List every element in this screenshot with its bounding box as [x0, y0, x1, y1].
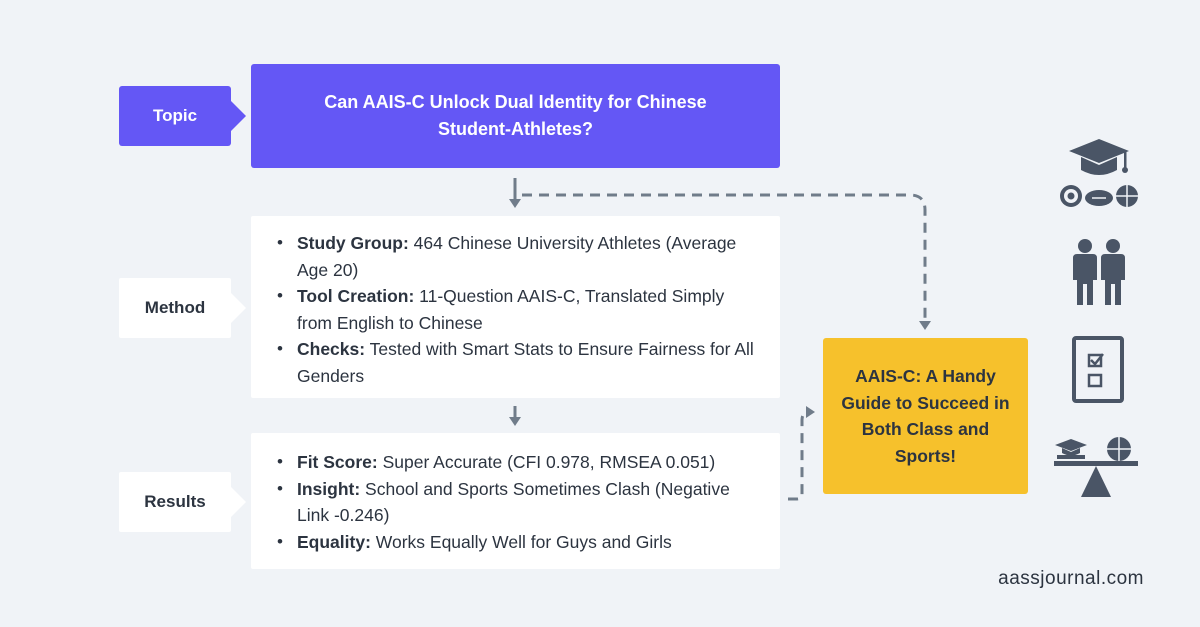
item-text: Works Equally Well for Guys and Girls: [370, 531, 672, 552]
list-item: Insight: School and Sports Sometimes Cla…: [275, 476, 760, 529]
topic-label: Topic: [119, 86, 231, 146]
list-item: Tool Creation: 11-Question AAIS-C, Trans…: [275, 283, 760, 336]
method-box: Study Group: 464 Chinese University Athl…: [251, 216, 780, 398]
method-label: Method: [119, 278, 231, 338]
two-people-icon: [1073, 239, 1125, 305]
watermark: aassjournal.com: [998, 568, 1144, 589]
results-list: Fit Score: Super Accurate (CFI 0.978, RM…: [275, 449, 760, 555]
dashed-connector-top: [522, 193, 931, 330]
title-text: Can AAIS-C Unlock Dual Identity for Chin…: [324, 92, 707, 139]
results-box: Fit Score: Super Accurate (CFI 0.978, RM…: [251, 433, 780, 569]
list-item: Equality: Works Equally Well for Guys an…: [275, 529, 760, 556]
list-item: Study Group: 464 Chinese University Athl…: [275, 230, 760, 283]
list-item: Checks: Tested with Smart Stats to Ensur…: [275, 336, 760, 389]
title-box: Can AAIS-C Unlock Dual Identity for Chin…: [251, 64, 780, 168]
down-arrow-icon: [509, 178, 521, 208]
item-label: Tool Creation:: [297, 286, 415, 306]
item-text: School and Sports Sometimes Clash (Negat…: [297, 478, 730, 526]
topic-label-text: Topic: [152, 106, 198, 125]
item-label: Equality:: [297, 531, 371, 552]
graduation-cap-sports-balls-icon: [1060, 139, 1138, 207]
method-list: Study Group: 464 Chinese University Athl…: [275, 230, 760, 389]
item-label: Checks:: [297, 339, 366, 359]
conclusion-text: AAIS-C: A Handy Guide to Succeed in Both…: [841, 366, 1010, 466]
item-text: 464 Chinese University Athletes (Average…: [297, 233, 737, 280]
item-text: 11-Question AAIS-C, Translated Simply fr…: [297, 286, 725, 333]
item-label: Study Group:: [297, 233, 409, 253]
balance-scale-icon: [1054, 437, 1138, 497]
down-arrow-icon: [509, 406, 521, 426]
checklist-icon: [1072, 336, 1124, 403]
item-text: Tested with Smart Stats to Ensure Fairne…: [297, 339, 754, 386]
item-text: Super Accurate (CFI 0.978, RMSEA 0.051): [377, 452, 716, 472]
item-label: Fit Score:: [297, 452, 378, 472]
results-label: Results: [119, 472, 231, 532]
results-label-text: Results: [144, 492, 206, 511]
dashed-connector-bottom: [788, 406, 815, 501]
list-item: Fit Score: Super Accurate (CFI 0.978, RM…: [275, 449, 760, 476]
method-label-text: Method: [144, 298, 206, 317]
conclusion-box: AAIS-C: A Handy Guide to Succeed in Both…: [823, 338, 1028, 494]
item-label: Insight:: [297, 478, 361, 499]
